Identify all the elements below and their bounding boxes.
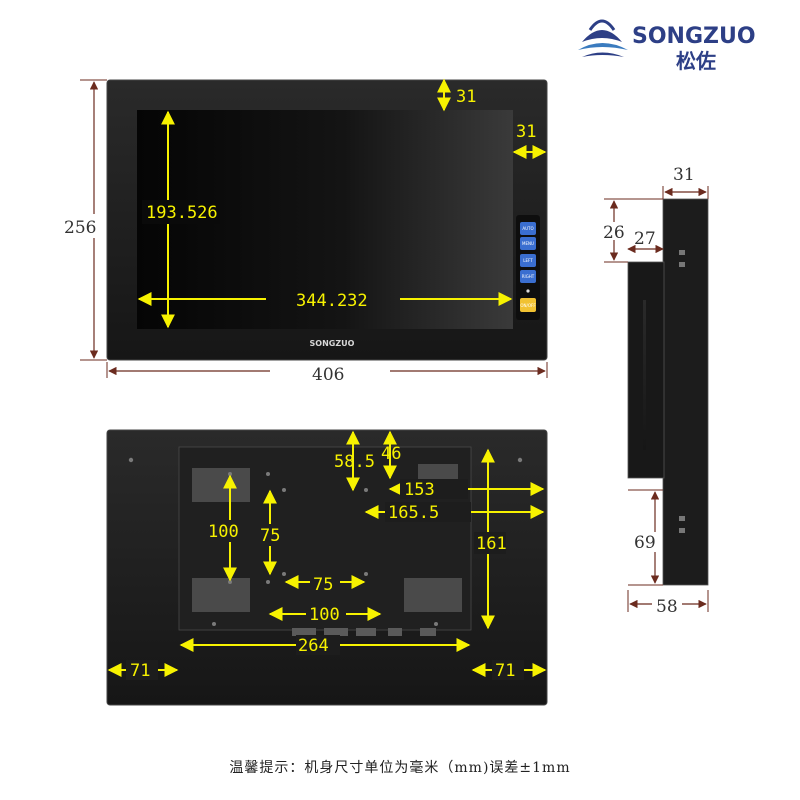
svg-text:153: 153 xyxy=(404,480,435,500)
svg-text:71: 71 xyxy=(495,661,515,681)
dim-rear-vesa100-v: 100 xyxy=(204,474,246,582)
dim-side-offset-depth: 27 xyxy=(627,229,664,254)
side-mount-holes xyxy=(679,250,685,533)
svg-text:AUTO: AUTO xyxy=(522,226,533,231)
dim-rear-left-margin: 71 xyxy=(107,660,179,681)
dim-rear-vesa100-h: 100 xyxy=(268,604,382,625)
dim-side-bottom-depth: 58 xyxy=(627,590,709,617)
dim-side-bezel: 31 xyxy=(512,122,547,159)
dim-rear-panel-width: 264 xyxy=(179,635,471,656)
dim-rear-panel-height: 161 xyxy=(474,448,507,630)
dim-rear-right-a: 153 xyxy=(388,479,545,500)
dim-side-total-depth: 31 xyxy=(662,165,709,199)
dim-rear-vesa75-h: 75 xyxy=(284,574,366,595)
dim-rear-top-b: 46 xyxy=(381,430,401,480)
svg-text:100: 100 xyxy=(309,605,340,625)
left-button[interactable]: LEFT xyxy=(520,254,536,267)
dim-rear-top-a: 58.5 xyxy=(334,430,375,492)
svg-text:165.5: 165.5 xyxy=(388,503,439,523)
rear-vents xyxy=(192,464,462,612)
svg-text:RIGHT: RIGHT xyxy=(522,274,535,279)
power-button[interactable]: ON/OFF xyxy=(520,298,536,312)
svg-text:344.232: 344.232 xyxy=(296,291,368,311)
bezel-logo: SONGZUO xyxy=(310,339,355,348)
svg-text:193.526: 193.526 xyxy=(146,203,218,223)
svg-text:256: 256 xyxy=(64,218,96,238)
rear-io-connectors xyxy=(292,628,436,636)
dim-screen-height: 193.526 xyxy=(142,110,220,329)
svg-text:31: 31 xyxy=(516,122,536,142)
auto-button[interactable]: AUTO xyxy=(520,222,536,235)
dim-overall-height: 256 xyxy=(62,79,107,361)
front-view: SONGZUO AUTO MENU LEFT RIGHT xyxy=(62,78,548,385)
osd-button-panel: AUTO MENU LEFT RIGHT ON/OFF xyxy=(516,215,540,320)
svg-text:71: 71 xyxy=(130,661,150,681)
dim-rear-vesa75-v: 75 xyxy=(256,489,286,576)
svg-text:26: 26 xyxy=(603,223,625,243)
side-view: 31 26 27 69 58 xyxy=(600,165,709,617)
svg-text:ON/OFF: ON/OFF xyxy=(520,303,536,308)
svg-text:264: 264 xyxy=(298,636,329,656)
svg-text:161: 161 xyxy=(476,534,507,554)
svg-text:69: 69 xyxy=(634,533,656,553)
dim-top-bezel: 31 xyxy=(437,78,476,112)
svg-text:406: 406 xyxy=(312,365,344,385)
svg-text:LEFT: LEFT xyxy=(523,258,533,263)
svg-text:75: 75 xyxy=(260,526,280,546)
brand-chinese: 松佐 xyxy=(676,49,716,73)
side-bezel-profile xyxy=(662,198,709,586)
dim-rear-right-margin: 71 xyxy=(471,660,547,681)
brand-name: SONGZUO xyxy=(632,24,756,49)
dim-overall-width: 406 xyxy=(106,362,548,385)
menu-button[interactable]: MENU xyxy=(520,237,536,250)
dim-side-top-offset: 26 xyxy=(600,198,663,263)
svg-text:58.5: 58.5 xyxy=(334,452,375,472)
dim-rear-right-b: 165.5 xyxy=(364,502,545,523)
footer-note: 温馨提示：机身尺寸单位为毫米（mm)误差±1mm xyxy=(229,760,571,776)
svg-text:27: 27 xyxy=(634,229,656,249)
rear-view: 58.5 46 153 165.5 161 100 7 xyxy=(106,429,548,706)
brand-logo: SONGZUO 松佐 xyxy=(578,19,756,73)
right-button[interactable]: RIGHT xyxy=(520,270,536,283)
svg-text:31: 31 xyxy=(456,87,476,107)
power-led xyxy=(526,289,530,293)
wave-mark-icon xyxy=(578,19,628,57)
svg-text:58: 58 xyxy=(656,597,678,617)
svg-text:46: 46 xyxy=(381,444,401,464)
svg-text:31: 31 xyxy=(673,165,695,185)
svg-text:75: 75 xyxy=(313,575,333,595)
svg-text:100: 100 xyxy=(208,522,239,542)
dim-screen-width: 344.232 xyxy=(137,291,513,311)
svg-text:MENU: MENU xyxy=(522,241,534,246)
side-vents xyxy=(643,300,646,450)
dim-side-lower-section: 69 xyxy=(628,489,663,586)
